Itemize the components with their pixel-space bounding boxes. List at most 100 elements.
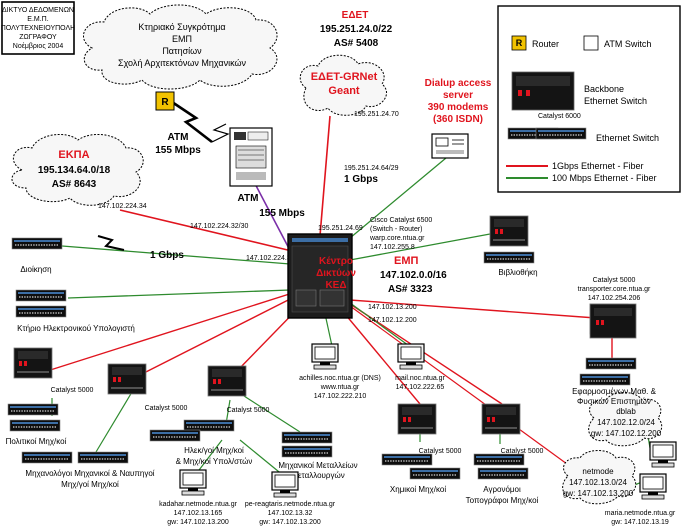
link-local-4 xyxy=(243,395,301,433)
label-agronomoi-2: Τοπογράφοι Μηχ/κοί xyxy=(466,496,539,505)
core-name-line-1: Κέντρο xyxy=(319,256,353,267)
legend-backbone-model: Catalyst 6000 xyxy=(538,113,581,120)
ekpa-line-2: 195.134.64.0/18 xyxy=(38,165,111,176)
switch-hlektroniko-2[interactable] xyxy=(15,305,67,318)
switch-dioikisi[interactable] xyxy=(11,237,63,250)
transporter-model: Catalyst 5000 xyxy=(593,277,636,284)
atm-link-label-1: ATM xyxy=(168,132,189,143)
grnet-ip: 195.251.24.70 xyxy=(354,111,399,118)
catalyst-hlektrologoi[interactable] xyxy=(207,365,247,397)
label-hlektrologoi-2: & Μηχ/κοί Υπολ/στών xyxy=(176,457,253,466)
core-device-line-3: warp.core.ntua.gr xyxy=(369,235,425,242)
dblab-line-2: 147.102.12.0/24 xyxy=(597,418,655,427)
title-line-1: ΔΙΚΤΥΟ ΔΕΔΟΜΕΝΩΝ xyxy=(2,7,74,14)
link-core-mail xyxy=(345,299,413,349)
switch-hlektrologoi-1[interactable] xyxy=(183,419,235,432)
achilles-line-2: www.ntua.gr xyxy=(320,384,360,391)
achilles-line-3: 147.102.222.210 xyxy=(314,393,367,400)
label-hlektroniko: Κτήριο Ηλεκτρονικού Υπολογιστή xyxy=(17,324,135,333)
dialup-line-3: 390 modems xyxy=(428,102,489,113)
edet-link-net: 195.251.24.64/29 xyxy=(344,165,399,172)
switch-hlektrologoi-2[interactable] xyxy=(149,429,201,442)
switch-ximikoi-1[interactable] xyxy=(381,453,433,466)
achilles-computer-icon[interactable] xyxy=(311,343,339,370)
link-core-transporter xyxy=(349,299,597,319)
switch-ximikoi-2[interactable] xyxy=(409,467,461,480)
atm-speed-label: 155 Mbps xyxy=(259,208,305,219)
switch-metallion-1[interactable] xyxy=(281,431,333,444)
link-core-dialup xyxy=(349,157,447,239)
ktiriako-line-3: Πατησίων xyxy=(162,46,202,56)
legend-atm-label: ATM Switch xyxy=(604,39,651,49)
ktiriako-line-4: Σχολή Αρχιτεκτόνων Μηχανικών xyxy=(118,58,246,68)
maria-computer-icon[interactable] xyxy=(639,473,667,500)
switch-politikoi-1[interactable] xyxy=(7,403,59,416)
kadahar-computer-icon[interactable] xyxy=(179,469,207,496)
legend-backbone-label-1: Backbone xyxy=(584,84,624,94)
atm-link-bolt-tail xyxy=(211,123,230,143)
label-efarmosmenon-2: Φυσικών Επιστημών xyxy=(577,397,651,406)
ekpa-ip: 147.102.224.34 xyxy=(98,203,147,210)
router-patision[interactable]: R xyxy=(155,91,175,111)
mail-line-2: 147.102.222.65 xyxy=(396,384,445,391)
legend-fast-label: 100 Mbps Ethernet - Fiber xyxy=(552,173,657,183)
legend-backbone-label-2: Ethernet Switch xyxy=(584,96,647,106)
label-naftikoi-2: Μηχ/γοί Μηχ/κοί xyxy=(61,480,119,489)
switch-agronomoi-2[interactable] xyxy=(477,467,529,480)
catalyst-politikoi[interactable] xyxy=(13,347,53,379)
emp-net: 147.102.0.0/16 xyxy=(380,270,447,281)
catalyst-naftikoi-label: Catalyst 5000 xyxy=(145,405,188,412)
atm-link-label-2: 155 Mbps xyxy=(155,145,201,156)
switch-vivliothiki-eth[interactable] xyxy=(483,251,535,264)
title-box: ΔΙΚΤΥΟ ΔΕΔΟΜΕΝΩΝ Ε.Μ.Π. ΠΟΛΥΤΕΧΝΕΙΟΥΠΟΛΗ… xyxy=(1,1,75,55)
dblab-computer-icon[interactable] xyxy=(649,441,677,468)
core-switch[interactable]: Κέντρο Δικτύων ΚΕΔ xyxy=(287,233,356,319)
link-core-naftikoi xyxy=(133,291,305,379)
label-metallion-1: Μηχανικοί Μεταλλείων xyxy=(278,461,357,470)
grnet-line-1: ΕΔΕΤ-GRNet xyxy=(311,71,378,83)
emp-title: ΕΜΠ xyxy=(394,255,419,267)
edet-net: 195.251.24.0/22 xyxy=(320,24,393,35)
core-device-line-4: 147.102.255.8 xyxy=(370,244,415,251)
switch-transporter-body xyxy=(589,303,637,339)
core-ekpa-ip: 147.102.224.33 xyxy=(246,255,295,262)
title-line-5: Νοέμβριος 2004 xyxy=(13,42,64,50)
peregrin-computer-icon[interactable] xyxy=(271,471,299,498)
kadahar-line-3: gw: 147.102.13.200 xyxy=(167,519,229,526)
grnet-line-2: Geant xyxy=(328,85,360,97)
catalyst-agronomoi-label: Catalyst 5000 xyxy=(501,448,544,455)
title-line-4: ΖΩΓΡΑΦΟΥ xyxy=(19,34,57,41)
core-speed: 1 Gbps xyxy=(150,250,184,261)
ekpa-gbps-bolt xyxy=(97,235,125,251)
legend-ethernet-label: Ethernet Switch xyxy=(596,133,659,143)
switch-vivliothiki[interactable] xyxy=(489,215,529,247)
label-ximikoi: Χημικοί Μηχ/κοί xyxy=(390,485,446,494)
switch-politikoi-2[interactable] xyxy=(9,419,61,432)
switch-metallion-2[interactable] xyxy=(281,445,333,458)
switch-agronomoi-1[interactable] xyxy=(473,453,525,466)
switch-efarmosmenon-1[interactable] xyxy=(585,357,637,370)
dialup-server[interactable] xyxy=(431,133,469,159)
switch-naftikoi-2[interactable] xyxy=(77,451,129,464)
mail-computer-icon[interactable] xyxy=(397,343,425,370)
link-core-netmode xyxy=(349,305,579,473)
svg-text:R: R xyxy=(161,97,169,108)
edet-as: AS# 5408 xyxy=(334,38,379,49)
catalyst-naftikoi[interactable] xyxy=(107,363,147,395)
switch-naftikoi-1[interactable] xyxy=(21,451,73,464)
catalyst-agronomoi[interactable] xyxy=(481,403,521,435)
netmode-line-1: netmode xyxy=(582,467,614,476)
dblab-line-1: dblab xyxy=(616,407,636,416)
core-device-line-1: Cisco Catalyst 6500 xyxy=(370,217,432,224)
atm-switch[interactable] xyxy=(229,127,273,187)
switch-efarmosmenon-2[interactable] xyxy=(579,373,631,386)
title-line-2: Ε.Μ.Π. xyxy=(27,16,48,23)
catalyst-ximikoi[interactable] xyxy=(397,403,437,435)
switch-hlektroniko-1[interactable] xyxy=(15,289,67,302)
ip-13-200: 147.102.13.200 xyxy=(368,304,417,311)
dialup-line-2: server xyxy=(443,90,473,101)
legend-router-label: Router xyxy=(532,39,559,49)
achilles-line-1: achilles.noc.ntua.gr (DNS) xyxy=(299,375,381,382)
